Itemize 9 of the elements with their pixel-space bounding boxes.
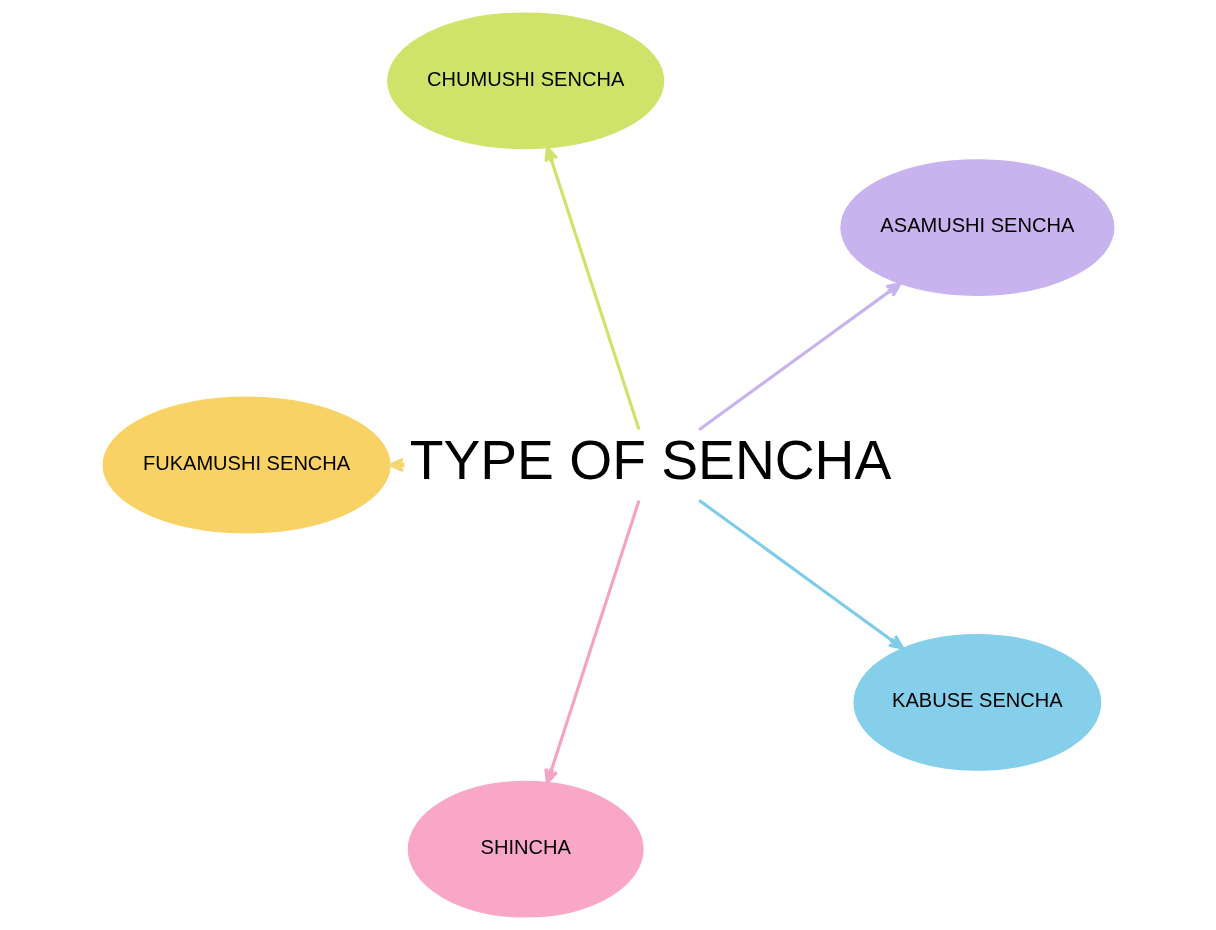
arrow (543, 499, 640, 785)
arrow (543, 146, 640, 431)
node-ellipse: CHUMUSHI SENCHA (386, 12, 664, 150)
node-ellipse: SHINCHA (407, 780, 644, 918)
arrow (388, 457, 404, 473)
arrow (697, 499, 904, 650)
arrow (697, 282, 901, 431)
node-text: TYPE OF SENCHA (409, 429, 891, 492)
node-ellipse: FUKAMUSHI SENCHA (102, 396, 391, 534)
